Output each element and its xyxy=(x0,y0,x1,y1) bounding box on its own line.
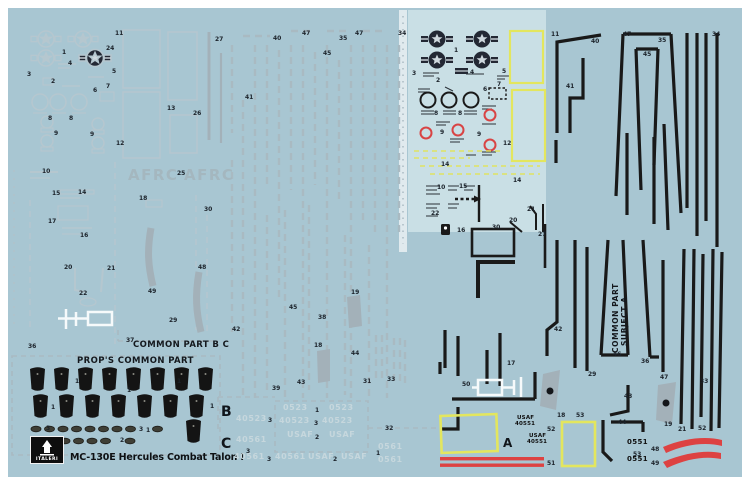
white-decal-layer xyxy=(58,309,523,397)
section-letter-a: A xyxy=(503,436,513,450)
heading-common-part-bc: COMMON PART B C xyxy=(133,340,230,350)
red-decal-layer xyxy=(440,438,722,468)
sheet-title: MC-130E Hercules Combat Talon I xyxy=(70,452,244,463)
prop-blades-layer xyxy=(30,367,213,443)
black-walkway-layer xyxy=(438,32,724,463)
faint-decal-layer xyxy=(29,29,223,345)
yellow-decal-layer xyxy=(439,412,597,468)
heading-props-common-part: PROP'S COMMON PART xyxy=(77,356,194,366)
spinner-ovals-layer xyxy=(30,425,163,445)
italeri-logo: ITALERI xyxy=(30,436,64,464)
heading-common-part-vertical: COMMON PART xyxy=(611,283,620,353)
section-letter-b: B xyxy=(221,404,232,420)
brand-name: ITALERI xyxy=(35,457,59,462)
afrc-decal-left: AFRC xyxy=(128,166,179,184)
registration-strip xyxy=(399,10,407,252)
italeri-tower-icon xyxy=(40,440,54,456)
panel-decals-layer xyxy=(414,29,547,298)
afrc-decal-right: AFRC xyxy=(184,166,235,184)
heading-subject-a-vertical: SUBJECT A xyxy=(620,296,629,346)
dashed-walkway-layer xyxy=(11,29,436,456)
gray-solid-shapes-right xyxy=(540,370,676,424)
white-backing-panel xyxy=(408,10,546,232)
gray-solid-shapes-mid xyxy=(317,295,362,383)
section-letter-c: C xyxy=(221,436,232,452)
